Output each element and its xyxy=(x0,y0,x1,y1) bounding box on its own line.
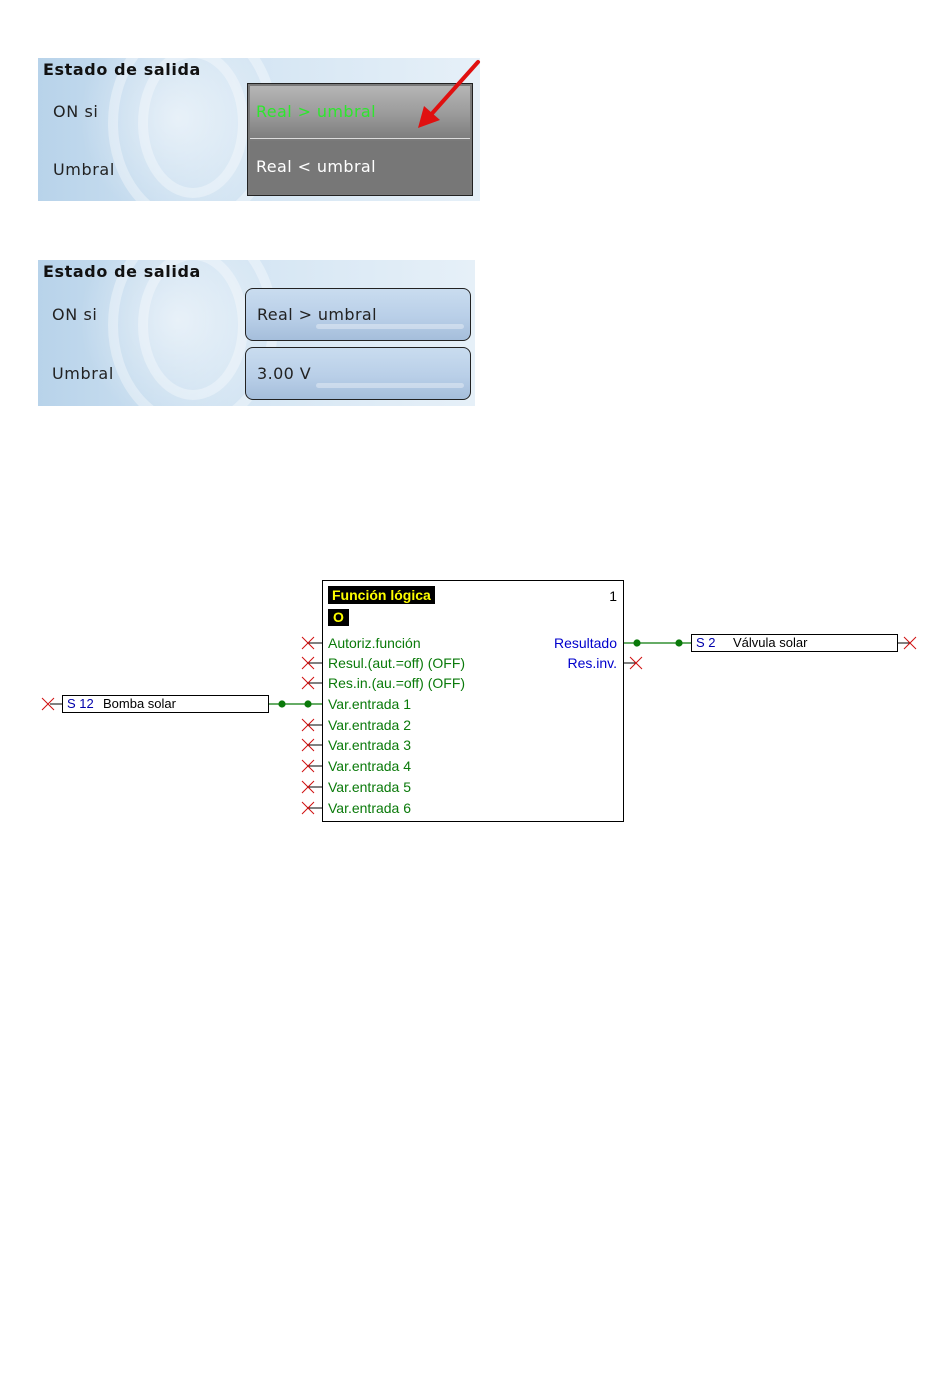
on-if-label: ON si xyxy=(52,305,98,324)
input-variable-2[interactable]: Var.entrada 2 xyxy=(328,717,412,733)
block-number: 1 xyxy=(609,588,617,604)
input-inverted-result-auto-off[interactable]: Res.in.(au.=off) (OFF) xyxy=(328,675,466,691)
red-arrow-icon xyxy=(418,60,480,128)
threshold-label: Umbral xyxy=(53,160,115,179)
input-result-auto-off[interactable]: Resul.(aut.=off) (OFF) xyxy=(328,655,466,671)
target-id: S 2 xyxy=(696,635,716,650)
input-variable-4[interactable]: Var.entrada 4 xyxy=(328,758,412,774)
source-name: Bomba solar xyxy=(103,696,176,711)
input-variable-5[interactable]: Var.entrada 5 xyxy=(328,779,412,795)
function-block-diagram: Función lógica O 1 Autoriz.función Resul… xyxy=(0,560,950,840)
block-title: Función lógica xyxy=(328,586,435,604)
threshold-label: Umbral xyxy=(52,364,114,383)
input-variable-3[interactable]: Var.entrada 3 xyxy=(328,737,412,753)
input-variable-6[interactable]: Var.entrada 6 xyxy=(328,800,412,816)
output-state-panel-dropdown: Estado de salida ON si Umbral Real > umb… xyxy=(38,58,480,201)
threshold-value-button[interactable]: 3.00 V xyxy=(245,347,471,400)
option-real-less-threshold[interactable]: Real < umbral xyxy=(250,141,470,194)
on-if-label: ON si xyxy=(53,102,99,121)
block-mode: O xyxy=(328,609,349,626)
unconnected-markers xyxy=(41,636,917,815)
connection-wires xyxy=(41,636,917,815)
source-id: S 12 xyxy=(67,696,94,711)
target-name: Válvula solar xyxy=(733,635,808,650)
output-inverted-result[interactable]: Res.inv. xyxy=(567,655,617,671)
panel-title: Estado de salida xyxy=(43,262,201,281)
source-output-block[interactable]: S 12 Bomba solar xyxy=(62,695,269,713)
on-if-value-button[interactable]: Real > umbral xyxy=(245,288,471,341)
background-decoration xyxy=(138,260,248,400)
logic-function-block[interactable]: Función lógica O 1 Autoriz.función Resul… xyxy=(322,580,624,822)
input-variable-1[interactable]: Var.entrada 1 xyxy=(328,696,412,712)
panel-title: Estado de salida xyxy=(43,60,201,79)
output-result[interactable]: Resultado xyxy=(553,635,617,651)
output-state-panel: Estado de salida ON si Umbral Real > umb… xyxy=(38,260,475,406)
target-output-block[interactable]: S 2 Válvula solar xyxy=(691,634,898,652)
input-enable[interactable]: Autoriz.función xyxy=(328,635,421,651)
background-decoration xyxy=(138,58,248,198)
